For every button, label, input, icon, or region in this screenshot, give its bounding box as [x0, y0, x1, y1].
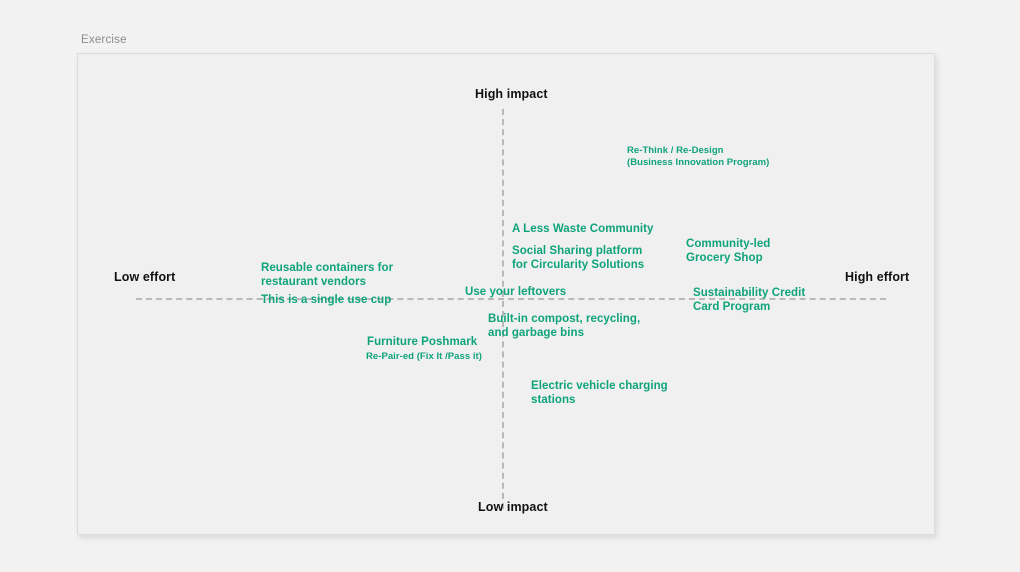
sticky-note-social-sharing-platform[interactable]: Social Sharing platform for Circularity …: [512, 245, 645, 271]
axis-label-high-effort: High effort: [845, 270, 910, 284]
axis-label-low-impact: Low impact: [478, 500, 548, 514]
horizontal-axis-dashed-line: [136, 298, 886, 300]
sticky-note-re-pair-ed[interactable]: Re-Pair-ed (Fix It /Pass it): [366, 351, 482, 362]
sticky-note-rethink-redesign[interactable]: Re-Think / Re-Design (Business Innovatio…: [627, 145, 770, 168]
sticky-note-reusable-containers[interactable]: Reusable containers for restaurant vendo…: [261, 262, 394, 288]
exercise-caption: Exercise: [81, 34, 127, 46]
sticky-note-a-less-waste-community[interactable]: A Less Waste Community: [512, 223, 654, 235]
impact-effort-matrix-board: High impact Low impact Low effort High e…: [77, 53, 935, 535]
axis-label-high-impact: High impact: [475, 87, 548, 101]
axis-label-low-effort: Low effort: [114, 270, 176, 284]
sticky-note-single-use-cup[interactable]: This is a single use cup: [261, 294, 392, 306]
sticky-note-sustainability-credit-card[interactable]: Sustainability Credit Card Program: [693, 287, 806, 313]
sticky-note-furniture-poshmark[interactable]: Furniture Poshmark: [367, 336, 478, 348]
sticky-note-ev-charging-stations[interactable]: Electric vehicle charging stations: [531, 380, 668, 406]
sticky-note-builtin-compost-bins[interactable]: Built-in compost, recycling, and garbage…: [488, 313, 641, 339]
vertical-axis-dashed-line: [502, 109, 504, 509]
sticky-note-community-led-grocery-shop[interactable]: Community-led Grocery Shop: [686, 238, 771, 264]
sticky-note-use-your-leftovers[interactable]: Use your leftovers: [465, 286, 567, 298]
